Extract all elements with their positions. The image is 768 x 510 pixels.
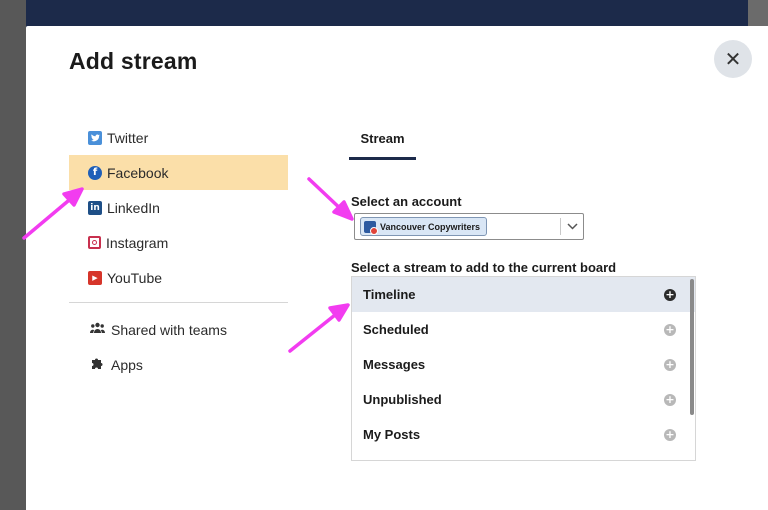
extra-label: Shared with teams [111,321,227,338]
account-label: Select an account [351,194,462,209]
youtube-icon: ▶ [88,270,102,285]
add-icon[interactable]: + [664,322,676,336]
network-item-twitter[interactable]: Twitter [69,120,288,155]
stream-item-messages[interactable]: Messages + [352,347,695,382]
network-item-youtube[interactable]: ▶ YouTube [69,260,288,295]
stream-label-text: Timeline [363,287,416,302]
stream-item-timeline[interactable]: Timeline + [352,277,695,312]
stream-label-text: Unpublished [363,392,442,407]
stream-item-my-posts[interactable]: My Posts + [352,417,695,452]
stream-list-scrollbar[interactable] [690,279,694,415]
extra-label: Apps [111,356,143,373]
add-icon[interactable]: + [664,357,676,371]
select-separator [560,218,561,235]
chevron-down-icon[interactable] [564,217,580,235]
stream-list: Timeline + Scheduled + Messages + Unpubl… [351,276,696,461]
linkedin-icon: in [88,200,102,215]
network-label: Twitter [107,129,149,146]
network-label: Facebook [107,164,169,181]
sidebar-divider [69,302,288,303]
add-icon[interactable]: + [664,287,676,301]
account-name: Vancouver Copywriters [380,221,481,232]
stream-item-scheduled[interactable]: Scheduled + [352,312,695,347]
network-label: LinkedIn [107,199,160,216]
network-item-instagram[interactable]: Instagram [69,225,288,260]
background-sidebar [0,0,26,510]
network-label: YouTube [107,269,163,286]
network-label: Instagram [106,234,169,251]
stream-item-unpublished[interactable]: Unpublished + [352,382,695,417]
arrow-to-facebook-icon [22,187,84,240]
stream-label: Select a stream to add to the current bo… [351,260,617,275]
close-icon: ✕ [724,48,742,71]
close-button[interactable]: ✕ [714,40,752,78]
add-icon[interactable]: + [664,392,676,406]
arrow-to-account-icon [307,177,354,221]
puzzle-icon [89,357,105,373]
add-stream-dialog: Add stream ✕ Twitter f Facebook in Linke… [26,26,768,510]
facebook-icon: f [88,165,102,180]
account-select[interactable]: Vancouver Copywriters [354,213,584,240]
account-chip: Vancouver Copywriters [360,217,488,236]
shared-with-teams-item[interactable]: Shared with teams [69,312,288,347]
account-avatar [364,220,378,235]
add-icon[interactable]: + [664,427,676,441]
network-item-facebook[interactable]: f Facebook [69,155,288,190]
users-icon [89,322,105,337]
arrow-to-timeline-icon [288,303,350,353]
apps-item[interactable]: Apps [69,347,288,382]
tab-stream[interactable]: Stream [349,126,416,160]
stream-label-text: Scheduled [363,322,429,337]
stream-label-text: Messages [363,357,426,372]
network-list: Twitter f Facebook in LinkedIn Instagram… [69,120,288,295]
twitter-icon [88,130,102,145]
dialog-title: Add stream [69,48,198,74]
stream-label-text: My Posts [363,427,421,442]
extra-list: Shared with teams Apps [69,312,288,382]
instagram-icon [88,236,101,249]
network-item-linkedin[interactable]: in LinkedIn [69,190,288,225]
